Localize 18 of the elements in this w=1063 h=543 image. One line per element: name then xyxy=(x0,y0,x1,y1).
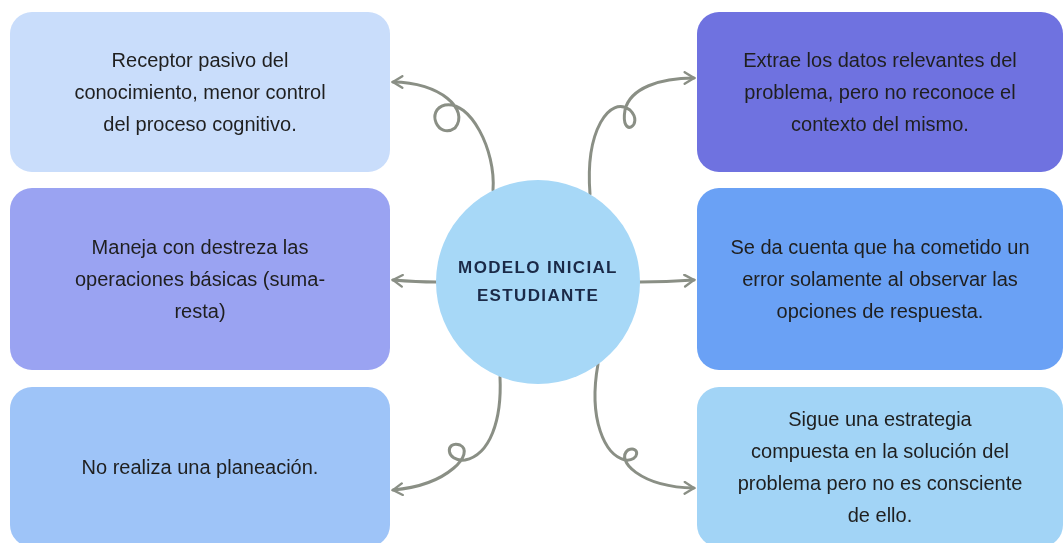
curly-arrow xyxy=(587,71,696,196)
curly-arrow xyxy=(593,362,696,495)
text-card xyxy=(697,387,1063,543)
card-text: Maneja con destreza las operaciones básicas (suma- resta) xyxy=(73,235,327,324)
text-card xyxy=(697,188,1063,370)
card-text: Se da cuenta que ha cometido un error solamente al observar las opciones de respuesta. xyxy=(729,235,1031,324)
card-text: Sigue una estrategia compuesta en la solución del problema pero no es consciente de ello. xyxy=(737,407,1023,528)
text-card xyxy=(10,188,390,370)
card-text: Extrae los datos relevantes del problema, pero no reconoce el contexto del mismo. xyxy=(742,48,1018,137)
curly-arrow xyxy=(391,75,495,192)
center-title: MODELO INICIAL ESTUDIANTE xyxy=(457,257,619,307)
card-text: Receptor pasivo del conocimiento, menor control del proceso cognitivo. xyxy=(73,48,327,137)
text-card xyxy=(10,387,390,543)
text-card xyxy=(697,12,1063,172)
curly-arrow xyxy=(391,273,438,288)
curly-arrow xyxy=(391,375,502,496)
text-card xyxy=(10,12,390,172)
card-text: No realiza una planeación. xyxy=(81,455,319,480)
